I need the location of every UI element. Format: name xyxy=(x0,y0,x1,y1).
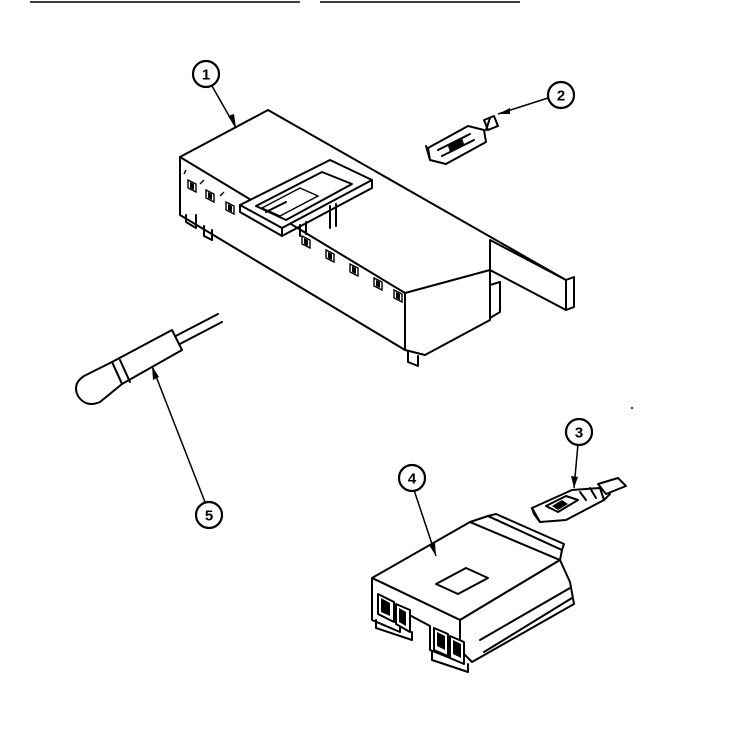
part-1-terminal-block xyxy=(179,109,575,367)
callout-2: 2 xyxy=(546,80,576,110)
part-3-terminal xyxy=(531,477,627,523)
callout-5: 5 xyxy=(194,500,224,530)
callout-3: 3 xyxy=(564,417,594,447)
callout-2-label: 2 xyxy=(557,88,565,105)
callout-1-label: 1 xyxy=(202,67,210,84)
callout-4-label: 4 xyxy=(408,471,417,488)
callout-4: 4 xyxy=(397,463,427,493)
leader-lines xyxy=(151,85,579,557)
scan-speck xyxy=(631,407,633,409)
callout-3-label: 3 xyxy=(575,425,583,442)
part-4-connector-housing xyxy=(371,513,575,673)
part-5-probe xyxy=(75,313,223,405)
callout-5-label: 5 xyxy=(205,508,213,525)
callout-1: 1 xyxy=(191,59,221,89)
part-2-terminal xyxy=(425,115,499,165)
